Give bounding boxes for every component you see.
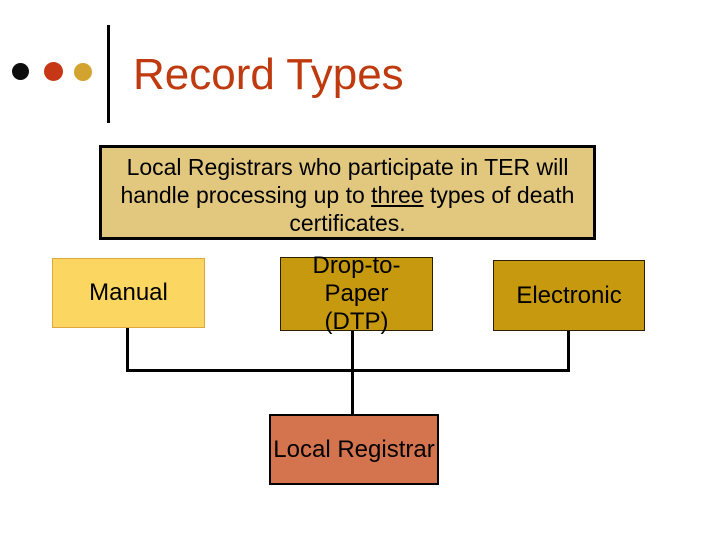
- description-box: Local Registrars who participate in TER …: [99, 145, 596, 240]
- node-electronic-label: Electronic: [516, 281, 622, 309]
- page-title: Record Types: [133, 50, 404, 99]
- description-line2-after: types of death: [429, 182, 575, 208]
- description-line2-underlined: three: [371, 182, 424, 208]
- bullet-gold-icon: [74, 63, 92, 81]
- bullet-red-icon: [44, 62, 63, 81]
- bullet-black-icon: [12, 63, 29, 80]
- description-line2: handle processing up to three types of d…: [102, 181, 593, 209]
- connector-horizontal: [126, 369, 570, 372]
- node-manual-label: Manual: [89, 279, 168, 306]
- node-electronic: Electronic: [493, 260, 645, 331]
- node-drop-to-paper-label-line1: Drop-to-Paper: [312, 252, 401, 307]
- description-line3: certificates.: [289, 210, 406, 236]
- connector-manual-vertical: [126, 328, 129, 372]
- node-local-registrar: Local Registrar: [269, 414, 439, 485]
- node-drop-to-paper: Drop-to-Paper (DTP): [280, 252, 433, 335]
- node-manual: Manual: [52, 258, 205, 328]
- description-line1: Local Registrars who participate in TER …: [126, 154, 569, 180]
- node-drop-to-paper-label-line2: (DTP): [324, 308, 389, 335]
- node-local-registrar-label: Local Registrar: [273, 435, 435, 463]
- connector-dtp-vertical: [351, 331, 354, 414]
- title-divider-line: [107, 25, 110, 123]
- description-line2-before: handle processing up to: [120, 182, 365, 208]
- connector-electronic-vertical: [567, 331, 570, 372]
